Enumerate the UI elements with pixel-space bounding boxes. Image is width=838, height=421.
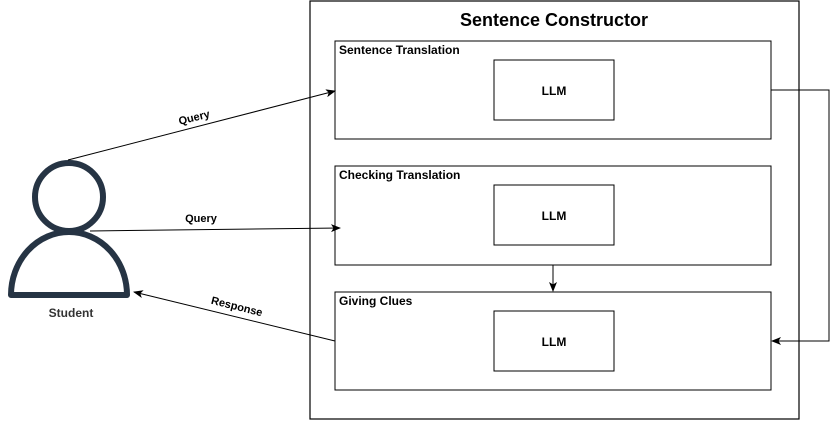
checking-translation-title: Checking Translation xyxy=(339,168,460,182)
student-actor-icon xyxy=(8,160,130,298)
response-label: Response xyxy=(210,295,264,319)
sentence-translation-title: Sentence Translation xyxy=(339,43,460,57)
giving-clues-title: Giving Clues xyxy=(339,294,413,308)
llm-label-1: LLM xyxy=(542,84,567,98)
checking-translation-box: Checking Translation LLM xyxy=(334,165,772,266)
sentence-translation-box: Sentence Translation LLM xyxy=(334,40,772,140)
student-label: Student xyxy=(49,306,94,320)
query-label-2: Query xyxy=(185,213,218,225)
llm-label-2: LLM xyxy=(542,209,567,223)
query-arrow-1 xyxy=(67,89,336,161)
query-label-1: Query xyxy=(177,108,212,128)
query-arrow-2 xyxy=(89,224,341,233)
llm-box-1 xyxy=(493,59,615,121)
student-head xyxy=(32,160,106,234)
llm-box-3 xyxy=(493,310,615,372)
diagram-title: Sentence Constructor xyxy=(460,10,648,30)
giving-clues-box: Giving Clues LLM xyxy=(334,291,772,391)
student-body xyxy=(8,229,130,298)
llm-label-3: LLM xyxy=(542,335,567,349)
response-arrow xyxy=(133,290,336,342)
translation-to-clues-connector xyxy=(771,89,830,345)
llm-box-2 xyxy=(493,184,615,246)
